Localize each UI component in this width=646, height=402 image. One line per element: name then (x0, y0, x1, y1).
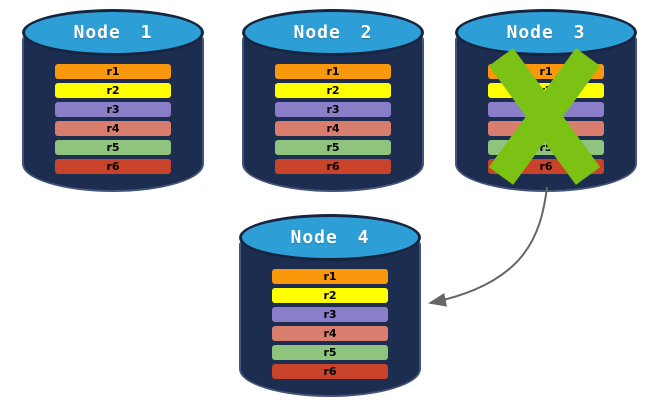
replica-row: r6 (275, 159, 391, 174)
replica-row: r4 (275, 121, 391, 136)
node-title: Node 3 (506, 22, 586, 43)
db-node-4: Node 4 r1 r2 r3 r4 r5 r6 (239, 214, 421, 397)
replica-row: r4 (272, 326, 388, 341)
replica-row: r5 (272, 345, 388, 360)
row-stack: r1 r2 r3 r4 r5 r6 (275, 64, 391, 178)
replica-row: r6 (272, 364, 388, 379)
replica-row: r1 (488, 64, 604, 79)
cylinder-top: Node 3 (455, 9, 637, 56)
replica-row: r6 (55, 159, 171, 174)
row-stack: r1 r2 r3 r4 r5 r6 (55, 64, 171, 178)
replica-row: r1 (55, 64, 171, 79)
db-node-1: Node 1 r1 r2 r3 r4 r5 r6 (22, 9, 204, 192)
replica-row: r3 (272, 307, 388, 322)
cylinder-top: Node 4 (239, 214, 421, 261)
replica-row: r5 (55, 140, 171, 155)
node-title: Node 2 (293, 22, 373, 43)
replica-row: r3 (275, 102, 391, 117)
replica-row: r3 (488, 102, 604, 117)
db-node-3: Node 3 r1 r2 r3 r4 r5 r6 (455, 9, 637, 192)
replica-row: r1 (272, 269, 388, 284)
row-stack: r1 r2 r3 r4 r5 r6 (488, 64, 604, 178)
db-node-2: Node 2 r1 r2 r3 r4 r5 r6 (242, 9, 424, 192)
node-title: Node 4 (290, 227, 370, 248)
replica-row: r5 (275, 140, 391, 155)
replica-row: r2 (488, 83, 604, 98)
cylinder-top: Node 1 (22, 9, 204, 56)
replica-row: r2 (272, 288, 388, 303)
failover-arrow (428, 186, 548, 307)
replica-row: r5 (488, 140, 604, 155)
cylinder-top: Node 2 (242, 9, 424, 56)
replica-row: r2 (55, 83, 171, 98)
node-title: Node 1 (73, 22, 153, 43)
replica-row: r1 (275, 64, 391, 79)
row-stack: r1 r2 r3 r4 r5 r6 (272, 269, 388, 383)
replica-row: r6 (488, 159, 604, 174)
replica-row: r2 (275, 83, 391, 98)
replica-row: r4 (488, 121, 604, 136)
replica-row: r3 (55, 102, 171, 117)
replica-row: r4 (55, 121, 171, 136)
